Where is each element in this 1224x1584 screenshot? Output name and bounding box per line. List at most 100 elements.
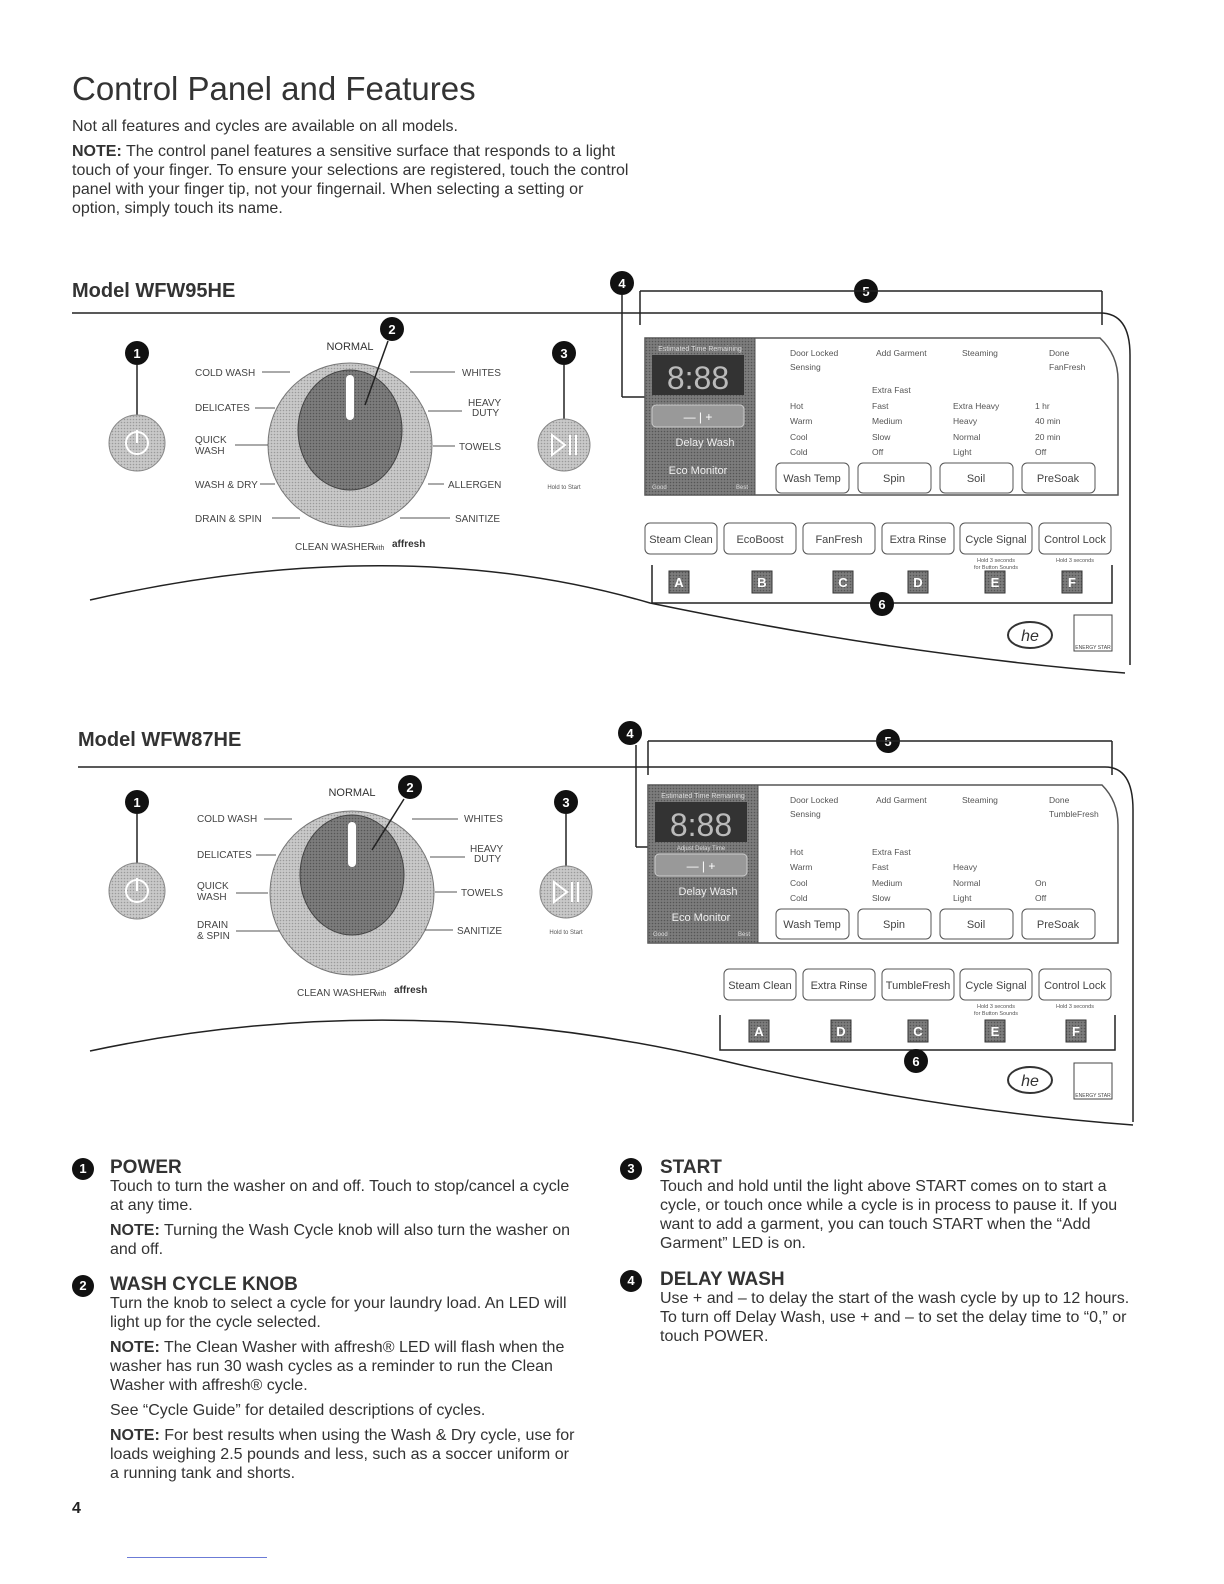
eco-best: Best bbox=[736, 485, 748, 491]
delay-adjust-button[interactable] bbox=[651, 404, 745, 428]
note-label: NOTE: bbox=[72, 143, 122, 160]
status-steaming-m2: Steaming bbox=[962, 795, 998, 805]
spin-fast: Fast bbox=[872, 401, 889, 411]
soil-label-m2: Soil bbox=[967, 919, 985, 931]
minus-plus-label: — | + bbox=[684, 410, 713, 424]
knob-heavy-m2: HEAVY bbox=[470, 844, 503, 855]
wash-temp-label: Wash Temp bbox=[783, 473, 840, 485]
fanfresh-label: FanFresh bbox=[815, 534, 862, 546]
delay-wash-button-m2[interactable]: Delay Wash bbox=[679, 886, 738, 898]
presoak-off-m2: Off bbox=[1035, 893, 1047, 903]
soil-button-m2[interactable] bbox=[939, 908, 1014, 940]
status-door-locked: Door Locked bbox=[790, 348, 838, 358]
knob-whites-m2: WHITES bbox=[464, 814, 503, 825]
presoak-off: Off bbox=[1035, 447, 1047, 457]
energy-star-logo-m2 bbox=[1073, 1062, 1113, 1100]
extra-rinse-button[interactable] bbox=[881, 522, 955, 555]
footer-rule bbox=[127, 1557, 267, 1558]
adjust-delay-label-m2: Adjust Delay Time bbox=[677, 846, 726, 852]
ecoboost-label: EcoBoost bbox=[736, 534, 783, 546]
wash-temp-button[interactable] bbox=[775, 462, 850, 494]
soil-heavy: Heavy bbox=[953, 416, 978, 426]
control-lock-button[interactable] bbox=[1038, 522, 1112, 555]
he-logo-text-m2: he bbox=[1021, 1073, 1039, 1090]
knob-drain-m2: DRAIN bbox=[197, 920, 228, 931]
soil-button[interactable] bbox=[939, 462, 1014, 494]
knob-note-2-text: For best results when using the Wash & D… bbox=[110, 1427, 575, 1482]
letter-d: D bbox=[913, 575, 922, 590]
power-section: POWER Touch to turn the washer on and of… bbox=[110, 1158, 580, 1265]
he-logo bbox=[1007, 621, 1053, 649]
cycle-signal-button-m2[interactable] bbox=[959, 968, 1033, 1001]
energy-star-logo bbox=[1073, 614, 1113, 652]
spin-button-m2[interactable] bbox=[857, 908, 932, 940]
model-1-title: Model WFW95HE bbox=[72, 280, 236, 302]
start-heading: START bbox=[660, 1157, 722, 1178]
status-sensing-m2: Sensing bbox=[790, 809, 821, 819]
extra-rinse-button-m2[interactable] bbox=[802, 968, 876, 1001]
soil-normal: Normal bbox=[953, 432, 981, 442]
temp-cold: Cold bbox=[790, 447, 808, 457]
control-lock-button-m2[interactable] bbox=[1038, 968, 1112, 1001]
ecoboost-button[interactable] bbox=[723, 522, 797, 555]
knob-delicates: DELICATES bbox=[195, 403, 250, 414]
knob-quick-m2: QUICK bbox=[197, 881, 229, 892]
knob-quick: QUICK bbox=[195, 435, 227, 446]
steam-clean-button-m2[interactable] bbox=[723, 968, 797, 1001]
tumblefresh-button-m2[interactable] bbox=[881, 968, 955, 1001]
eco-best-m2: Best bbox=[738, 932, 750, 938]
knob-label-normal: NORMAL bbox=[326, 341, 373, 353]
hold-to-start: Hold to Start bbox=[547, 485, 581, 491]
knob-note-1-text: The Clean Washer with affresh® LED will … bbox=[110, 1339, 565, 1394]
start-section: START Touch and hold until the light abo… bbox=[660, 1158, 1150, 1259]
letter-f: F bbox=[1068, 575, 1076, 590]
callout-4-label: 4 bbox=[618, 276, 626, 291]
status-add-garment-m2: Add Garment bbox=[876, 795, 927, 805]
knob-section-bullet: 2 bbox=[72, 1275, 94, 1297]
spin-label-m2: Spin bbox=[883, 919, 905, 931]
knob-label-normal-m2: NORMAL bbox=[328, 787, 375, 799]
hold-note-1: Hold 3 seconds bbox=[977, 558, 1015, 564]
knob-and-spin-m2: & SPIN bbox=[197, 931, 230, 942]
knob-wash-dry: WASH & DRY bbox=[195, 480, 258, 491]
note-text: The control panel features a sensitive s… bbox=[72, 143, 629, 217]
hold-to-start-m2: Hold to Start bbox=[549, 930, 583, 936]
delay-adjust-button-m2[interactable] bbox=[654, 853, 748, 877]
cycle-signal-button[interactable] bbox=[959, 522, 1033, 555]
letter-e: E bbox=[991, 575, 1000, 590]
delay-section-bullet: 4 bbox=[620, 1270, 642, 1292]
wash-temp-button-m2[interactable] bbox=[775, 908, 850, 940]
cycle-signal-label: Cycle Signal bbox=[965, 534, 1026, 546]
start-section-bullet: 3 bbox=[620, 1158, 642, 1180]
presoak-button-m2[interactable] bbox=[1021, 908, 1096, 940]
knob-clean-washer-m2: CLEAN WASHER bbox=[297, 988, 377, 999]
eco-monitor-label-m2: Eco Monitor bbox=[672, 912, 731, 924]
steam-clean-button[interactable] bbox=[644, 522, 718, 555]
temp-warm: Warm bbox=[790, 416, 812, 426]
affresh-logo: affresh bbox=[392, 539, 425, 550]
callout-3-label-m2: 3 bbox=[562, 795, 569, 810]
power-text: Touch to turn the washer on and off. Tou… bbox=[110, 1178, 570, 1214]
callout-1 bbox=[125, 341, 149, 365]
play-pause-icon-m2 bbox=[553, 879, 569, 905]
soil-extra-heavy: Extra Heavy bbox=[953, 401, 1000, 411]
fanfresh-button[interactable] bbox=[802, 522, 876, 555]
temp-cool: Cool bbox=[790, 432, 808, 442]
hold-note-1b-m2: for Button Sounds bbox=[974, 1011, 1018, 1017]
knob-heavy: HEAVY bbox=[468, 398, 501, 409]
spin-fast-m2: Fast bbox=[872, 862, 889, 872]
delay-wash-button[interactable]: Delay Wash bbox=[676, 437, 735, 449]
eco-good-m2: Good bbox=[653, 932, 668, 938]
delay-section: DELAY WASH Use + and – to delay the star… bbox=[660, 1270, 1130, 1352]
callout-2-label: 2 bbox=[388, 322, 395, 337]
knob-with: with bbox=[371, 545, 385, 552]
presoak-button[interactable] bbox=[1021, 462, 1096, 494]
soil-heavy-m2: Heavy bbox=[953, 862, 978, 872]
intro-note: NOTE: The control panel features a sensi… bbox=[72, 142, 632, 218]
cycle-signal-label-m2: Cycle Signal bbox=[965, 980, 1026, 992]
affresh-logo-m2: affresh bbox=[394, 985, 427, 996]
knob-duty: DUTY bbox=[472, 408, 500, 419]
steam-clean-label-m2: Steam Clean bbox=[728, 980, 792, 992]
spin-button[interactable] bbox=[857, 462, 932, 494]
temp-cold-m2: Cold bbox=[790, 893, 808, 903]
